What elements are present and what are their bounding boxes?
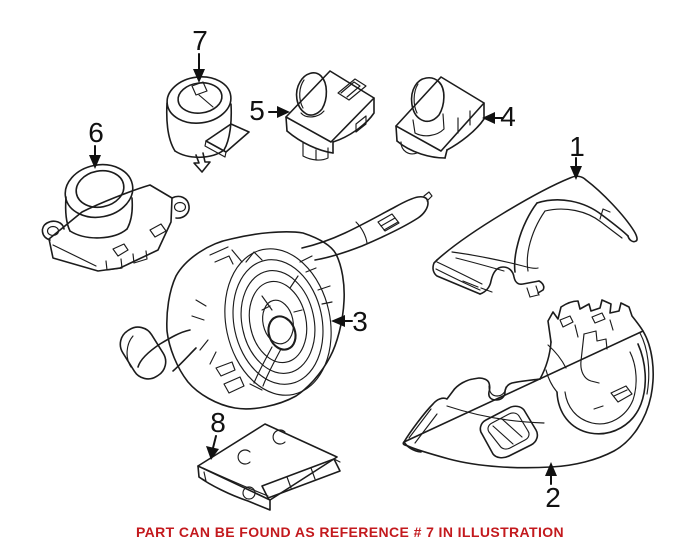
part-7-ignition-switch-drawing — [165, 76, 250, 173]
ref-6-callout: 6 — [88, 117, 104, 169]
ref-8-callout: 8 — [206, 407, 226, 460]
wiper-stalk — [301, 191, 433, 261]
ref-8-arrow-line — [212, 435, 217, 449]
part-4-switch-drawing — [395, 76, 485, 159]
ref-5-arrowhead — [277, 106, 290, 118]
turn-signal-stalk — [119, 326, 197, 380]
ref-3-callout: 3 — [331, 306, 368, 337]
ref-label-8: 8 — [210, 407, 226, 438]
part-6-rotary-switch-drawing — [41, 163, 190, 272]
ref-label-2: 2 — [545, 482, 561, 513]
ref-1-arrowhead — [570, 166, 582, 180]
clockspring-surface-details — [191, 246, 333, 394]
part-1-upper-column-cover-drawing — [432, 175, 638, 298]
ref-4-callout: 4 — [482, 101, 516, 132]
ref-label-6: 6 — [88, 117, 104, 148]
ref-2-callout: 2 — [545, 462, 561, 513]
ref-7-callout: 7 — [192, 25, 208, 83]
part-5-switch-drawing — [285, 70, 375, 161]
ref-6-arrowhead — [89, 155, 101, 169]
ref-8-arrowhead — [206, 446, 219, 460]
ref-label-7: 7 — [192, 25, 208, 56]
ref-4-arrowhead — [482, 112, 495, 124]
ref-label-5: 5 — [249, 95, 265, 126]
ref-3-arrowhead — [331, 315, 345, 327]
ref-5-callout: 5 — [249, 95, 290, 126]
airbag-wire-loop — [249, 315, 297, 391]
ref-label-3: 3 — [352, 306, 368, 337]
lower-cover-vent — [479, 405, 539, 459]
reference-caption: PART CAN BE FOUND AS REFERENCE # 7 IN IL… — [135, 524, 565, 540]
ref-label-1: 1 — [569, 131, 585, 162]
ref-label-4: 4 — [500, 101, 516, 132]
ref-7-arrowhead — [193, 69, 205, 83]
ref-1-callout: 1 — [569, 131, 585, 180]
part-2-lower-column-cover-drawing — [402, 299, 654, 469]
lower-cover-bracket-details — [547, 312, 633, 410]
ref-2-arrowhead — [545, 462, 557, 476]
clockspring-rings — [224, 248, 332, 396]
part-8-control-module-drawing — [197, 423, 341, 511]
part-3-clockspring-drawing — [119, 191, 433, 410]
